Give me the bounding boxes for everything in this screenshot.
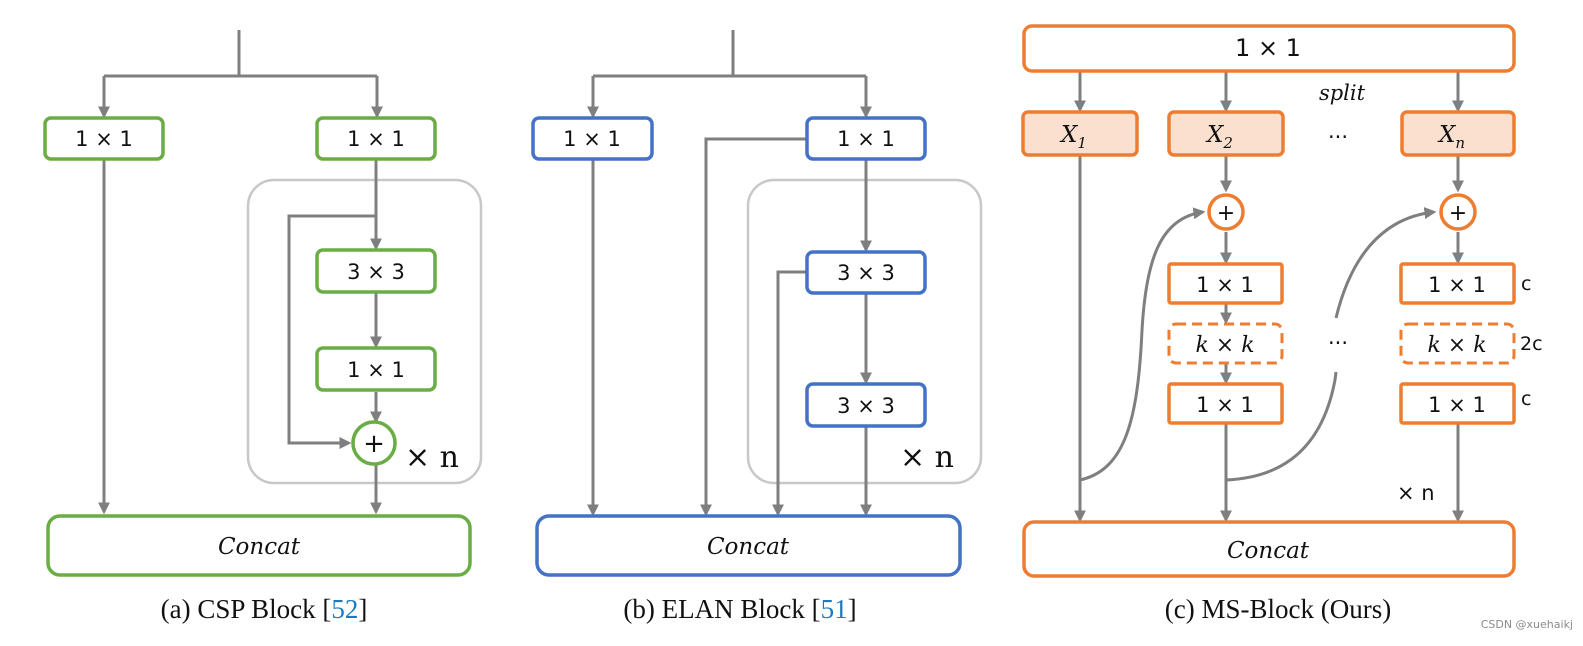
ms-conv-first-2: 1 × 1 xyxy=(1167,262,1284,305)
csp-conv-1x1-label: 1 × 1 xyxy=(347,358,405,382)
elan-caption: (b) ELAN Block [51] xyxy=(623,594,856,624)
csp-left-conv: 1 × 1 xyxy=(43,116,165,161)
svg-text:+: + xyxy=(1217,201,1235,226)
csp-add-symbol: + xyxy=(363,429,385,459)
ms-conv-last-n: 1 × 1 xyxy=(1399,382,1516,425)
csp-concat-label: Concat xyxy=(218,534,301,560)
svg-text:1 × 1: 1 × 1 xyxy=(1428,393,1486,417)
ms-add-node-2: + xyxy=(1207,193,1245,231)
ms-ellipsis-top: ··· xyxy=(1328,125,1348,149)
csp-caption: (a) CSP Block [52] xyxy=(161,594,368,624)
ms-channel-label-2c: 2c xyxy=(1520,333,1543,355)
ms-top-conv: 1 × 1 xyxy=(1022,24,1516,73)
svg-text:1 × 1: 1 × 1 xyxy=(1196,393,1254,417)
ms-block: 1 × 1 split X1 X2 ··· Xn + 1 × 1 k × k xyxy=(1021,24,1543,624)
elan-left-conv: 1 × 1 xyxy=(531,116,654,161)
svg-text:X1: X1 xyxy=(1059,122,1087,152)
csp-wires xyxy=(98,30,383,515)
csp-left-conv-label: 1 × 1 xyxy=(75,127,133,151)
csp-right-conv: 1 × 1 xyxy=(315,116,437,161)
ms-conv-last-2: 1 × 1 xyxy=(1167,382,1284,425)
ms-conv-k-n: k × k xyxy=(1399,322,1516,365)
elan-conv-b: 3 × 3 xyxy=(805,382,927,428)
ms-wires xyxy=(1074,72,1464,523)
csp-repeat-group xyxy=(246,178,483,485)
ms-split-label: split xyxy=(1319,81,1366,105)
csp-right-conv-label: 1 × 1 xyxy=(347,127,405,151)
ms-channel-label-c2: c xyxy=(1521,388,1531,410)
ms-concat: Concat xyxy=(1022,520,1516,578)
ms-repeat-label: × n xyxy=(1397,481,1435,505)
elan-conv-a: 3 × 3 xyxy=(805,250,927,295)
ms-x2-box: X2 xyxy=(1167,110,1285,157)
svg-text:Xn: Xn xyxy=(1437,122,1465,152)
svg-text:+: + xyxy=(1449,201,1467,226)
elan-right-conv: 1 × 1 xyxy=(805,116,927,161)
ms-xn-box: Xn xyxy=(1400,110,1516,157)
elan-conv-b-label: 3 × 3 xyxy=(837,394,895,418)
csp-conv-3x3-label: 3 × 3 xyxy=(347,260,405,284)
elan-block: 1 × 1 1 × 1 3 × 3 3 × 3 × n Concat (b) E… xyxy=(531,30,983,624)
ms-caption: (c) MS-Block (Ours) xyxy=(1165,594,1391,624)
elan-repeat-label: × n xyxy=(900,440,954,475)
ms-top-conv-label: 1 × 1 xyxy=(1235,34,1301,62)
ms-concat-label: Concat xyxy=(1227,538,1310,564)
ms-conv-first-n: 1 × 1 xyxy=(1399,262,1516,305)
ms-ellipsis-mid: ··· xyxy=(1328,331,1348,355)
svg-text:k × k: k × k xyxy=(1427,333,1486,358)
elan-left-conv-label: 1 × 1 xyxy=(563,127,621,151)
ms-channel-label-c1: c xyxy=(1521,273,1531,295)
svg-text:1 × 1: 1 × 1 xyxy=(1428,273,1486,297)
csp-conv-1x1: 1 × 1 xyxy=(315,346,437,392)
csp-repeat-label: × n xyxy=(405,440,459,475)
csp-concat: Concat xyxy=(46,514,472,577)
elan-right-conv-label: 1 × 1 xyxy=(837,127,895,151)
svg-text:1 × 1: 1 × 1 xyxy=(1196,273,1254,297)
ms-conv-k-2: k × k xyxy=(1167,322,1284,365)
watermark: CSDN @xuehaikj xyxy=(1481,618,1573,631)
svg-text:X2: X2 xyxy=(1205,122,1233,152)
csp-add-node: + xyxy=(351,420,397,466)
csp-conv-3x3: 3 × 3 xyxy=(315,248,437,294)
svg-text:k × k: k × k xyxy=(1195,333,1254,358)
elan-conv-a-label: 3 × 3 xyxy=(837,261,895,285)
csp-block: 1 × 1 1 × 1 3 × 3 1 × 1 + × n Concat (a)… xyxy=(43,30,483,624)
elan-concat-label: Concat xyxy=(707,534,790,560)
elan-wires xyxy=(587,30,872,517)
elan-concat: Concat xyxy=(535,514,962,577)
ms-x1-box: X1 xyxy=(1021,110,1139,157)
ms-add-node-n: + xyxy=(1439,193,1477,231)
